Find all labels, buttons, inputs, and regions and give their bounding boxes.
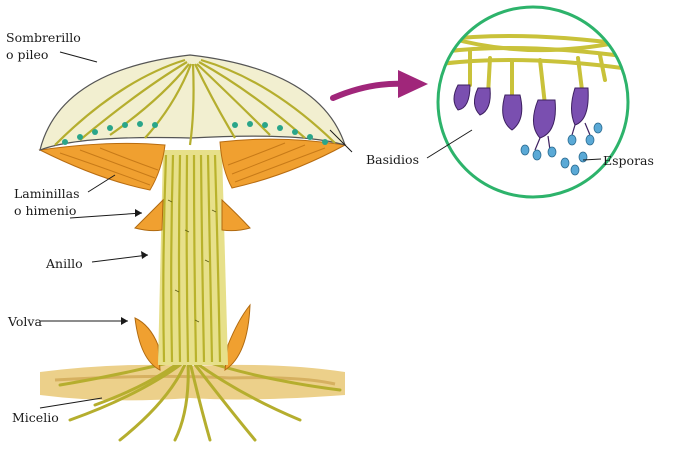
label-anillo: Anillo: [46, 256, 83, 271]
label-himenio: o himenio: [14, 203, 76, 218]
label-esporas: Esporas: [603, 153, 654, 168]
label-pileo: o pileo: [6, 47, 48, 62]
stipe: [158, 150, 228, 365]
zoom-arrow: [333, 70, 428, 98]
label-micelio: Micelio: [12, 410, 59, 425]
zoom-circle: [438, 7, 630, 197]
label-sombrerillo: Sombrerillo: [6, 30, 81, 45]
cap: [40, 55, 345, 150]
label-basidios: Basidios: [366, 152, 419, 167]
label-volva: Volva: [8, 314, 42, 329]
label-laminillas: Laminillas: [14, 186, 80, 201]
